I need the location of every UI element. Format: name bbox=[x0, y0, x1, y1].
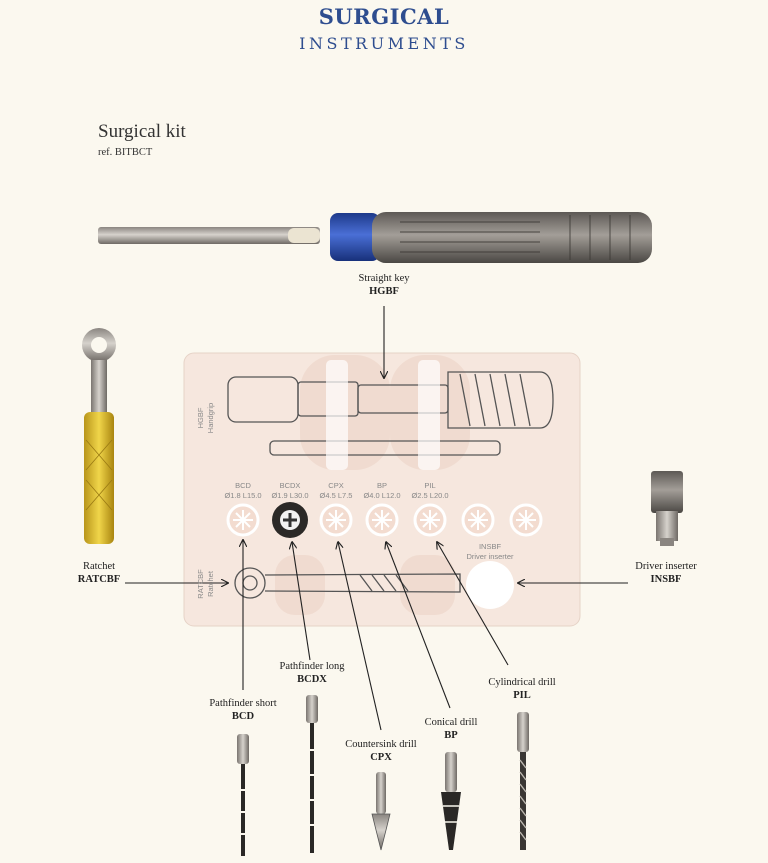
surgical-tray bbox=[183, 352, 581, 627]
leader-lines bbox=[125, 306, 628, 731]
tray-slots bbox=[226, 502, 543, 538]
slot-dim: Ø1.8 L15.0 bbox=[224, 491, 262, 500]
tray-ratchet-name: Ratchet bbox=[206, 571, 215, 597]
tray-insbf-code: INSBF bbox=[478, 542, 502, 551]
slot-dim: Ø2.5 L20.0 bbox=[411, 491, 449, 500]
tray-slot-label-5: PIL Ø2.5 L20.0 bbox=[411, 481, 448, 501]
slot-code: BCD bbox=[235, 481, 251, 490]
kit-title: Surgical kit bbox=[98, 121, 186, 142]
callout-name: Straight key bbox=[358, 273, 410, 284]
callout-name: Pathfinder short bbox=[209, 698, 277, 709]
driver-inserter-instrument bbox=[651, 471, 683, 546]
ratchet-instrument bbox=[82, 328, 116, 544]
callout-code: PIL bbox=[513, 690, 531, 701]
tray-handgrip-name: Handgrip bbox=[206, 402, 215, 434]
slot-7 bbox=[509, 503, 543, 537]
callout-driver-inserter: Driver inserter INSBF bbox=[635, 560, 697, 586]
tray-label-ratchet: RATCBF Ratchet bbox=[196, 569, 216, 598]
callout-code: BP bbox=[444, 730, 458, 741]
callout-name: Driver inserter bbox=[635, 561, 697, 572]
slot-code: BP bbox=[376, 481, 387, 490]
callout-code: INSBF bbox=[650, 574, 682, 585]
tray-insbf-name: Driver inserter bbox=[466, 552, 514, 561]
callout-ratchet: Ratchet RATCBF bbox=[78, 560, 120, 586]
slot-3 bbox=[319, 503, 353, 537]
callout-straight-key: Straight key HGBF bbox=[358, 272, 409, 298]
callout-name: Countersink drill bbox=[345, 739, 417, 750]
tray-ratchet-code: RATCBF bbox=[196, 569, 205, 599]
drill-bcdx bbox=[306, 695, 318, 853]
callout-pathfinder-long: Pathfinder long BCDX bbox=[279, 660, 344, 686]
callout-name: Conical drill bbox=[424, 717, 478, 728]
slot-5 bbox=[413, 503, 447, 537]
tray-label-handgrip: HGBF Handgrip bbox=[196, 403, 216, 433]
slot-2 bbox=[272, 502, 308, 538]
callout-name: Pathfinder long bbox=[279, 661, 345, 672]
header-subtitle: INSTRUMENTS bbox=[299, 34, 469, 53]
slot-6 bbox=[461, 503, 495, 537]
callout-name: Ratchet bbox=[82, 561, 116, 572]
header-title: SURGICAL bbox=[318, 4, 450, 29]
straight-key-instrument bbox=[98, 212, 652, 263]
callout-code: BCD bbox=[231, 711, 255, 722]
callout-code: CPX bbox=[370, 752, 392, 763]
tray-handgrip-code: HGBF bbox=[196, 407, 205, 429]
slot-4 bbox=[365, 503, 399, 537]
tray-slot-label-3: CPX Ø4.5 L7.5 bbox=[320, 481, 353, 501]
drill-cpx bbox=[371, 772, 391, 851]
callout-pathfinder-short: Pathfinder short BCD bbox=[209, 697, 276, 723]
slot-dim: Ø4.0 L12.0 bbox=[363, 491, 401, 500]
slot-dim: Ø4.5 L7.5 bbox=[319, 491, 353, 500]
slot-dim: Ø1.9 L30.0 bbox=[271, 491, 309, 500]
tray-label-insbf: INSBF Driver inserter bbox=[466, 542, 513, 562]
kit-ref: ref. BITBCT bbox=[98, 147, 153, 158]
slot-code: PIL bbox=[424, 481, 436, 490]
drill-pil bbox=[517, 712, 529, 850]
callout-conical: Conical drill BP bbox=[425, 716, 478, 742]
slot-1 bbox=[226, 503, 260, 537]
tray-slot-label-2: BCDX Ø1.9 L30.0 bbox=[271, 481, 308, 501]
callout-code: RATCBF bbox=[77, 574, 121, 585]
tray-slot-label-1: BCD Ø1.8 L15.0 bbox=[224, 481, 261, 501]
callout-name: Cylindrical drill bbox=[488, 677, 556, 688]
callout-code: HGBF bbox=[369, 286, 399, 297]
callout-code: BCDX bbox=[297, 674, 327, 685]
drill-bp bbox=[441, 752, 461, 850]
slot-code: CPX bbox=[328, 481, 344, 490]
drill-bcd bbox=[237, 734, 249, 856]
slot-code: BCDX bbox=[279, 481, 301, 490]
tray-slot-label-4: BP Ø4.0 L12.0 bbox=[363, 481, 400, 501]
callout-countersink: Countersink drill CPX bbox=[345, 738, 416, 764]
callout-cylindrical: Cylindrical drill PIL bbox=[488, 676, 555, 702]
